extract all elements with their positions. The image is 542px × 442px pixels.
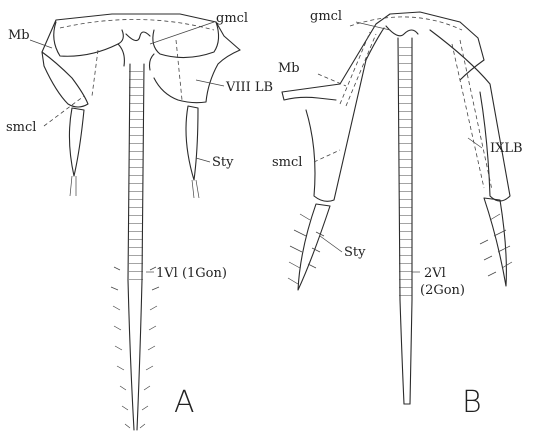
panel-b-label-ixlb: IXLB bbox=[490, 141, 523, 156]
panel-a-drawing bbox=[42, 14, 240, 430]
panel-b-label-gmcl: gmcl bbox=[310, 9, 342, 24]
panel-b-drawing bbox=[282, 12, 512, 404]
panel-a-label-smcl: smcl bbox=[6, 120, 36, 135]
panel-b-label-sty: Sty bbox=[344, 245, 366, 260]
panel-b-label-smcl: smcl bbox=[272, 155, 302, 170]
panel-b-label-2gon: (2Gon) bbox=[420, 283, 465, 298]
leader-lines bbox=[30, 22, 482, 272]
panel-a-label-1vl: 1Vl (1Gon) bbox=[156, 266, 227, 281]
panel-b-letter: B bbox=[462, 385, 482, 420]
panel-a-label-gmcl: gmcl bbox=[216, 11, 248, 26]
panel-b-label-mb: Mb bbox=[278, 61, 300, 76]
panel-b-label-2vl: 2Vl bbox=[424, 266, 446, 281]
panel-a-label-sty: Sty bbox=[212, 155, 234, 170]
panel-a-label-mb: Mb bbox=[8, 28, 30, 43]
panel-a-label-viiilb: VIII LB bbox=[225, 80, 273, 95]
panel-a-letter: A bbox=[174, 385, 195, 420]
